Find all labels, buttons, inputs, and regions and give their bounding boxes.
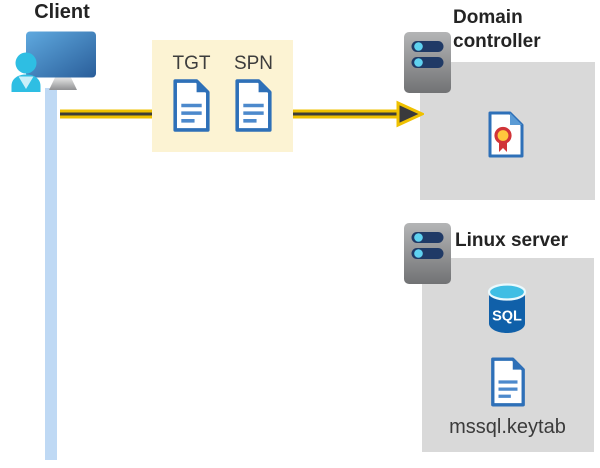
linux-server-icon	[403, 222, 452, 285]
spn-token: SPN	[233, 51, 274, 152]
keytab-label: mssql.keytab	[449, 416, 566, 438]
tgt-label: TGT	[172, 53, 211, 74]
client-computer-user-icon	[11, 31, 96, 92]
domain-controller-server-icon	[403, 31, 452, 94]
credentials-box: TGT SPN	[152, 40, 293, 152]
person-icon	[11, 52, 41, 92]
monitor-icon	[26, 31, 96, 78]
client-label: Client	[34, 1, 90, 23]
tgt-document-icon	[171, 79, 212, 132]
certificate-seal	[494, 126, 512, 145]
spn-document-icon	[233, 79, 274, 132]
certificate-icon	[488, 111, 524, 158]
domain-controller-label: Domain controller	[453, 7, 541, 52]
sql-database-icon: SQL	[487, 283, 527, 333]
keytab-document-icon	[489, 357, 527, 407]
spn-label: SPN	[233, 53, 274, 74]
arrowhead	[396, 100, 424, 128]
monitor-stand	[49, 77, 77, 90]
client-connector-line	[45, 88, 57, 460]
tgt-token: TGT	[171, 51, 212, 152]
linux-server-label: Linux server	[455, 230, 568, 251]
sql-badge-text: SQL	[492, 309, 522, 325]
